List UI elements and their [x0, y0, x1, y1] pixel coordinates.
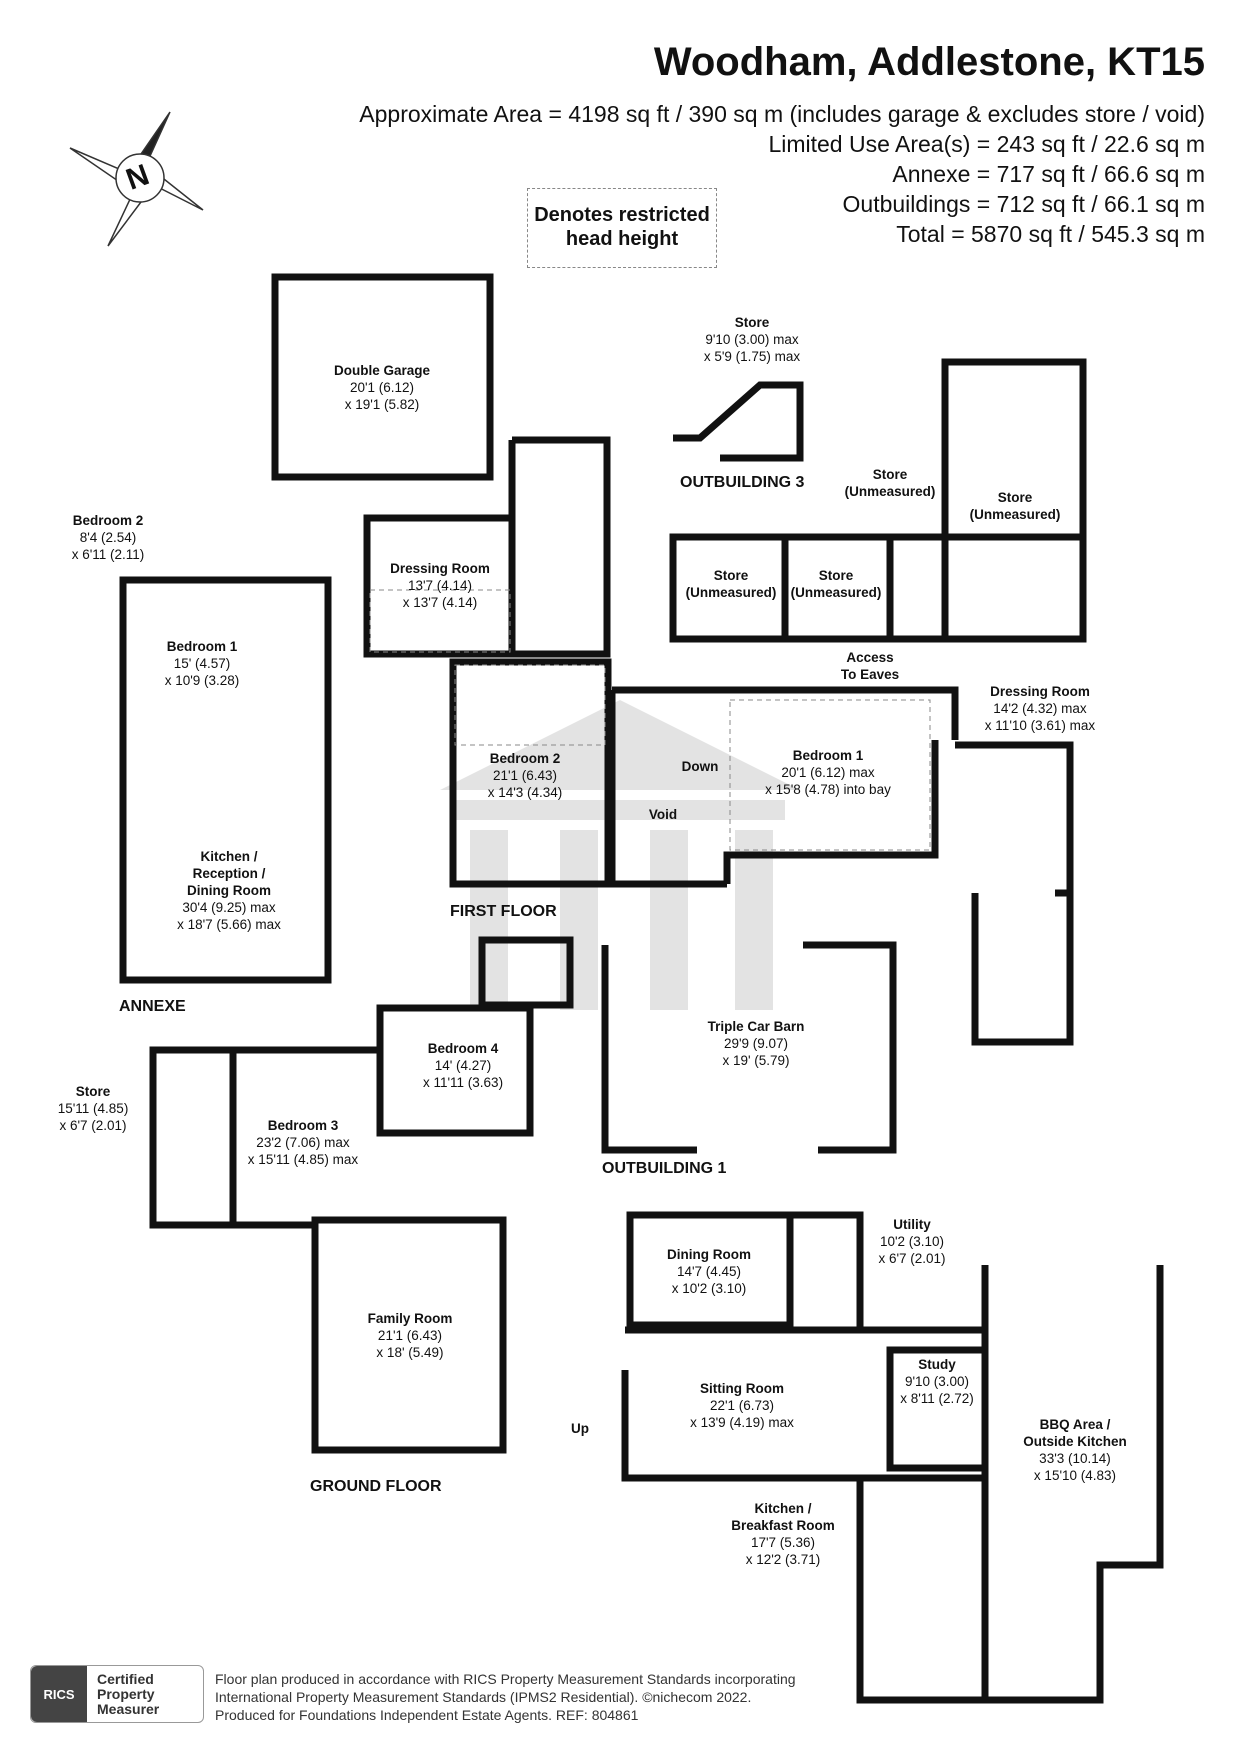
walls [119, 273, 1164, 1704]
footer-line-3: Produced for Foundations Independent Est… [215, 1707, 639, 1723]
stairs-down-label: Down [681, 759, 719, 774]
footer-line-2: International Property Measurement Stand… [215, 1689, 752, 1705]
first-floor-label: FIRST FLOOR [450, 903, 557, 920]
watermark-logo [440, 700, 800, 1010]
room-store-unmeasured-2: Store(Unmeasured) [790, 568, 882, 600]
area-line-annexe: Annexe = 717 sq ft / 66.6 sq m [892, 161, 1205, 187]
area-line-approximate: Approximate Area = 4198 sq ft / 390 sq m… [359, 101, 1205, 127]
area-line-limited-use: Limited Use Area(s) = 243 sq ft / 22.6 s… [768, 131, 1205, 157]
void-label: Void [648, 807, 678, 822]
footer-line-1: Floor plan produced in accordance with R… [215, 1671, 796, 1687]
compass-rose-icon [69, 111, 204, 247]
restricted-line-2: head height [565, 228, 679, 250]
room-store-unmeasured-3: Store(Unmeasured) [844, 467, 936, 499]
footer-notes: Floor plan produced in accordance with R… [215, 1670, 796, 1724]
room-store-unmeasured-1: Store(Unmeasured) [685, 568, 777, 600]
annexe-label: ANNEXE [119, 998, 186, 1015]
restricted-height-legend: Denotes restricted head height [527, 188, 717, 268]
property-title: Woodham, Addlestone, KT15 [653, 40, 1205, 84]
area-line-outbuildings: Outbuildings = 712 sq ft / 66.1 sq m [842, 191, 1205, 217]
room-store-unmeasured-4: Store(Unmeasured) [969, 490, 1061, 522]
rics-logo: RICS [31, 1666, 87, 1722]
area-line-total: Total = 5870 sq ft / 545.3 sq m [896, 221, 1205, 247]
ground-floor-label: GROUND FLOOR [310, 1478, 442, 1495]
stairs-up-label: Up [571, 1421, 589, 1436]
restricted-areas [369, 589, 931, 851]
outbuilding-3-label: OUTBUILDING 3 [680, 474, 805, 491]
outbuilding-1-label: OUTBUILDING 1 [602, 1160, 727, 1177]
restricted-line-1: Denotes restricted [534, 204, 710, 226]
